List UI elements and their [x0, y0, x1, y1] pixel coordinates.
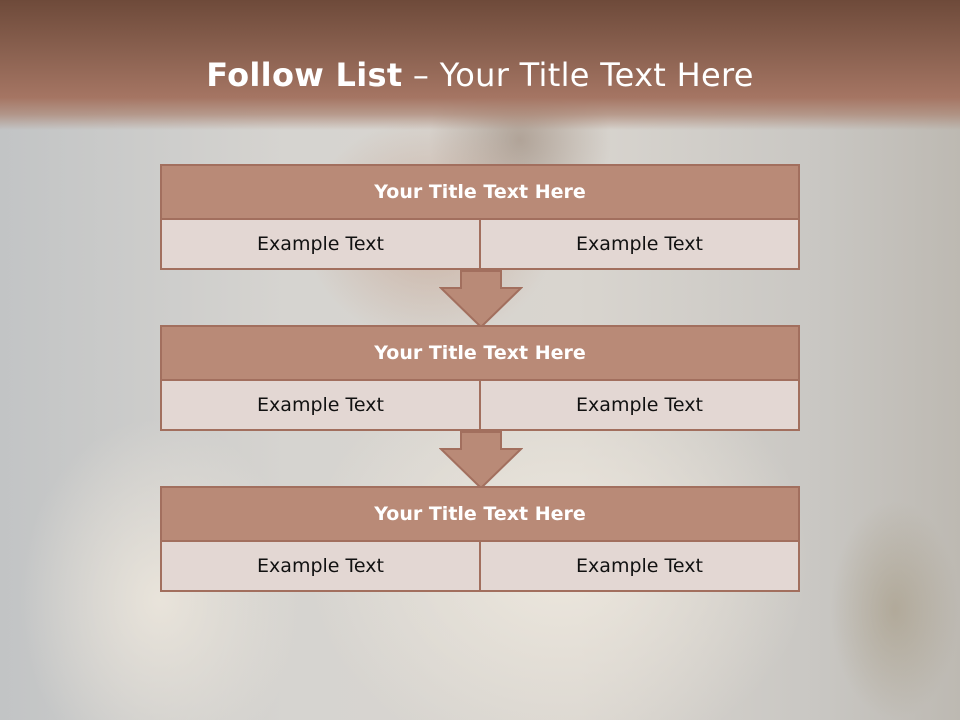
header-band	[0, 0, 960, 130]
step-block-3: Your Title Text Here Example Text Exampl…	[160, 486, 800, 592]
step-cell-left: Example Text	[257, 555, 384, 577]
step-row: Example Text Example Text	[160, 381, 800, 431]
step-cell-left: Example Text	[257, 394, 384, 416]
step-cell-right: Example Text	[479, 381, 798, 429]
slide-title-separator: –	[402, 56, 440, 94]
step-row: Example Text Example Text	[160, 542, 800, 592]
step-cell-right: Example Text	[479, 220, 798, 268]
down-arrow-icon	[439, 270, 523, 328]
step-title: Your Title Text Here	[160, 164, 800, 220]
step-cell-right: Example Text	[479, 542, 798, 590]
background-shade	[830, 500, 960, 720]
step-cell-left: Example Text	[257, 233, 384, 255]
step-row: Example Text Example Text	[160, 220, 800, 270]
down-arrow-icon	[439, 431, 523, 489]
step-block-2: Your Title Text Here Example Text Exampl…	[160, 325, 800, 431]
step-block-1: Your Title Text Here Example Text Exampl…	[160, 164, 800, 270]
step-title: Your Title Text Here	[160, 486, 800, 542]
slide-title-rest: Your Title Text Here	[439, 56, 754, 94]
step-title: Your Title Text Here	[160, 325, 800, 381]
slide-title-bold: Follow List	[206, 56, 403, 94]
slide-title: Follow List – Your Title Text Here	[0, 56, 960, 94]
